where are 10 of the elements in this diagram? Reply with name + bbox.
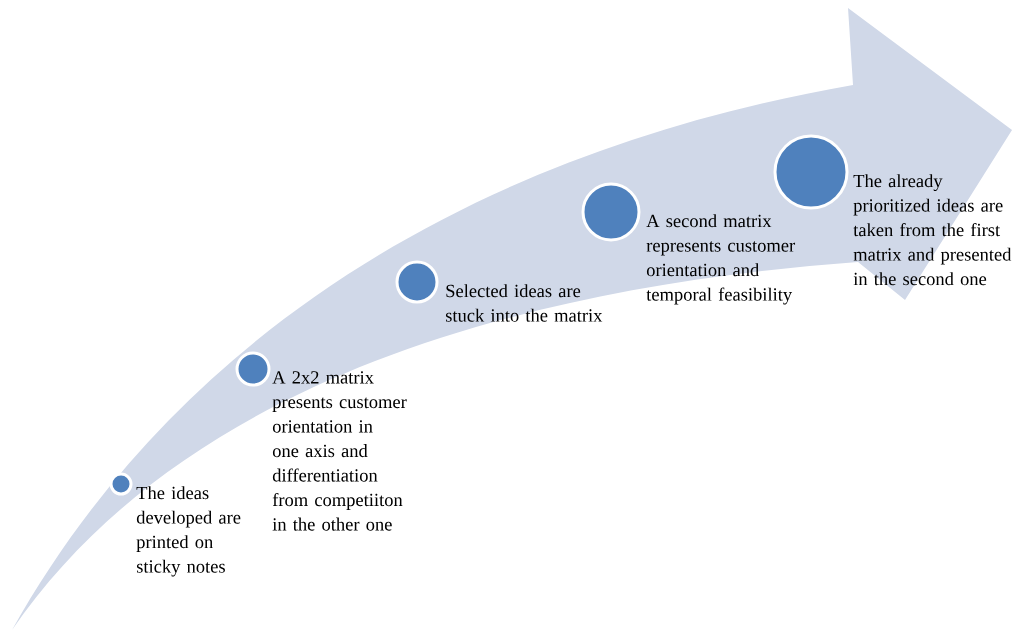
step-text: Selected ideas are stuck into the matrix (445, 284, 603, 322)
step-circle (109, 472, 133, 496)
step-text: The already prioritized ideas are taken from the first matrix and presented in the second one (853, 174, 1012, 286)
step-text: A second matrix represents customer orientation and temporal feasibility (646, 214, 796, 305)
step-circle (581, 182, 641, 242)
step-circle (395, 260, 439, 304)
step-text: The ideas developed are printed on sticky notes (136, 486, 241, 577)
step-circle (773, 134, 849, 210)
step-text: A 2x2 matrix presents customer orientation in one axis and differentiation from competiiton in the other one (272, 371, 407, 531)
step-circle (235, 351, 271, 387)
